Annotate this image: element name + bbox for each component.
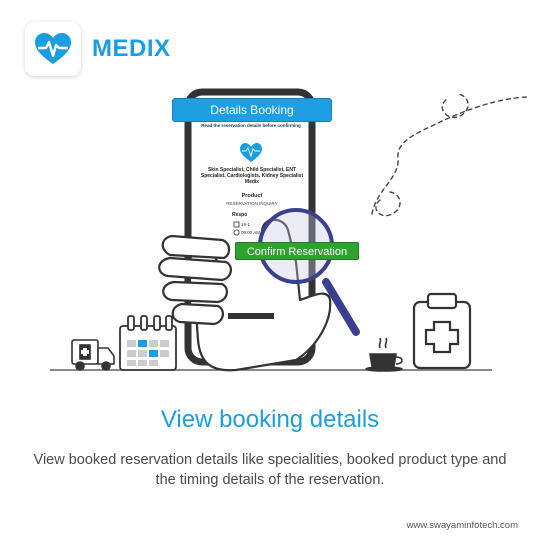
hand [158,218,332,372]
footer-url[interactable]: www.swayaminfotech.com [406,520,518,531]
date-mini-icon [233,221,240,228]
ambulance-icon [71,339,115,371]
response-label: Respo [232,212,248,218]
medical-clipboard-icon [412,292,472,370]
response-date: 16-1 [241,222,251,227]
coffee-cup-icon [365,337,403,372]
response-time: 09:00 AM [241,230,261,235]
logo-tile [25,22,81,76]
screen-heart-icon [240,143,262,162]
screen-note: Read the reservation details before conf… [201,123,301,128]
product-value: RESERVATION INQUIRY [226,201,278,206]
brand-name: MEDIX [92,35,171,62]
confirm-reservation-button[interactable]: Confirm Reservation [235,242,359,260]
dotted-path-icon [371,93,529,217]
headline: View booking details [160,406,380,433]
clock-mini-icon [233,229,240,236]
product-label: Product [241,193,263,199]
heart-pulse-icon [35,33,71,64]
description: View booked reservation details like spe… [33,452,507,488]
calendar-icon [119,315,177,371]
details-booking-title: Details Booking [172,98,332,122]
specialities-text: Skin Specialist, Child Specialist, ENT S… [200,167,304,185]
